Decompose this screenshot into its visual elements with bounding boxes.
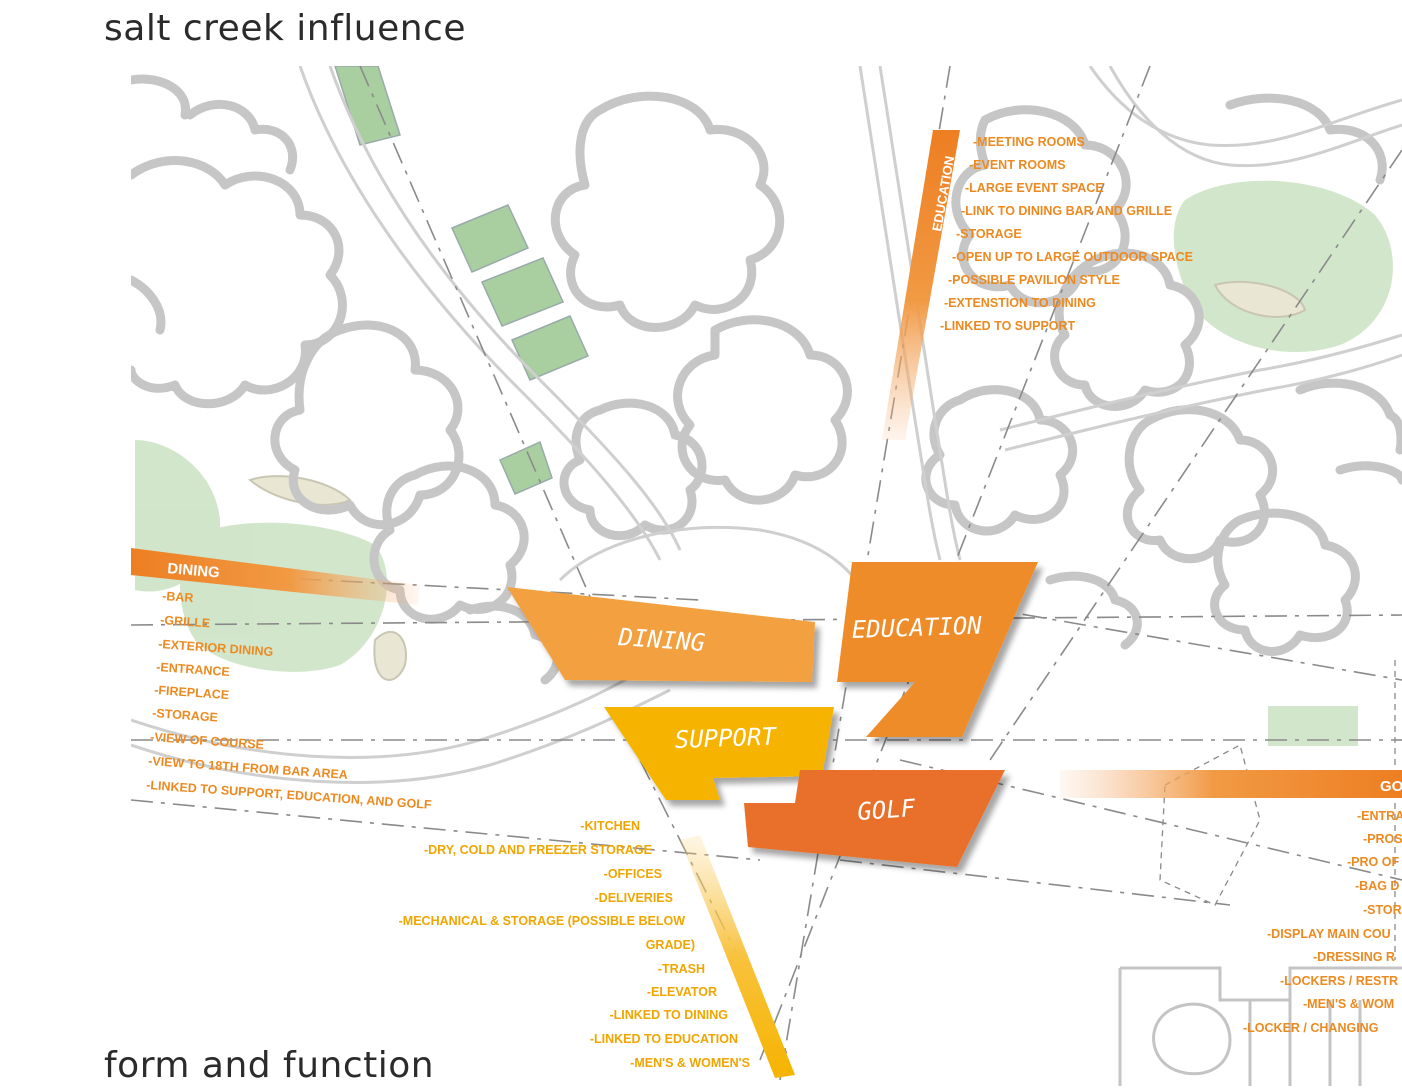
dining-list-item: -FIREPLACE <box>154 683 230 702</box>
support-list-item: -OFFICES <box>604 867 662 881</box>
zone-blocks <box>507 562 1038 867</box>
education-list-item: -EVENT ROOMS <box>969 158 1066 172</box>
section-title: form and function <box>104 1045 435 1086</box>
golf-list-item: -BAG D <box>1355 879 1399 893</box>
dining-list-item: -STORAGE <box>152 706 219 725</box>
golf-list: -ENTRA -PROS -PRO OF -BAG D -STOR -DISPL… <box>1243 809 1402 1035</box>
education-list-item: -LINK TO DINING BAR AND GRILLE <box>961 204 1172 218</box>
golf-guide-bar <box>1060 770 1402 798</box>
dining-zone-label: DINING <box>617 623 706 657</box>
golf-bar-label: GO <box>1380 778 1402 795</box>
golf-zone <box>744 770 1005 867</box>
building-outline <box>1118 966 1402 1086</box>
golf-list-item: -PRO OF <box>1347 855 1399 869</box>
guide-bars <box>131 130 1402 1078</box>
education-zone-label: EDUCATION <box>851 611 982 644</box>
golf-list-item: -LOCKER / CHANGING <box>1243 1021 1378 1035</box>
education-zone <box>837 562 1038 737</box>
golf-list-item: -ENTRA <box>1357 809 1402 823</box>
education-list-item: -EXTENSTION TO DINING <box>944 296 1096 310</box>
education-list: -MEETING ROOMS -EVENT ROOMS -LARGE EVENT… <box>940 135 1193 333</box>
support-list-item: -LINKED TO DINING <box>609 1008 728 1022</box>
education-list-item: -POSSIBLE PAVILION STYLE <box>948 273 1120 287</box>
page-title: salt creek influence <box>104 8 466 49</box>
support-list-item: -DELIVERIES <box>595 891 674 905</box>
dining-guide-bar <box>131 548 420 605</box>
support-zone-label: SUPPORT <box>674 722 778 754</box>
golf-list-item: -DRESSING R <box>1313 950 1395 964</box>
support-list-item: -DRY, COLD AND FREEZER STORAGE <box>424 843 652 857</box>
base-map <box>131 66 1402 1086</box>
dining-list-item: -VIEW TO 18TH FROM BAR AREA <box>148 754 349 782</box>
dashed-outline <box>1159 660 1396 960</box>
support-guide-bar <box>680 835 795 1078</box>
golf-list-item: -DISPLAY MAIN COU <box>1267 927 1391 941</box>
support-list: -KITCHEN -DRY, COLD AND FREEZER STORAGE … <box>399 819 750 1070</box>
support-list-item: -KITCHEN <box>580 819 640 833</box>
sports-fields <box>334 66 590 495</box>
education-guide-bar <box>882 130 960 440</box>
dining-bar-label: DINING <box>167 560 221 582</box>
green-areas <box>135 180 1393 746</box>
support-list-item: GRADE) <box>646 938 695 952</box>
education-list-item: -LARGE EVENT SPACE <box>965 181 1104 195</box>
education-list-item: -STORAGE <box>956 227 1022 241</box>
dining-zone <box>507 587 815 682</box>
dining-list-item: -GRILLE <box>160 613 211 630</box>
zone-labels: DINING EDUCATION SUPPORT GOLF <box>617 611 983 826</box>
support-list-item: -LINKED TO EDUCATION <box>590 1032 738 1046</box>
dining-list-item: -VIEW OF COURSE <box>150 730 265 752</box>
education-list-item: -MEETING ROOMS <box>973 135 1085 149</box>
dining-list-item: -LINKED TO SUPPORT, EDUCATION, AND GOLF <box>146 778 433 812</box>
education-list-item: -OPEN UP TO LARGE OUTDOOR SPACE <box>952 250 1193 264</box>
dining-list-item: -BAR <box>162 589 194 605</box>
golf-list-item: -STOR <box>1363 903 1402 917</box>
support-list-item: -MECHANICAL & STORAGE (POSSIBLE BELOW <box>399 914 686 928</box>
education-list-item: -LINKED TO SUPPORT <box>940 319 1076 333</box>
support-zone <box>604 707 834 800</box>
golf-list-item: -MEN'S & WOM <box>1303 997 1394 1011</box>
dining-list-item: -ENTRANCE <box>156 660 230 679</box>
golf-list-item: -PROS <box>1363 832 1402 846</box>
golf-list-item: -LOCKERS / RESTR <box>1280 974 1398 988</box>
support-list-item: -ELEVATOR <box>647 985 717 999</box>
support-list-item: -MEN'S & WOMEN'S <box>630 1056 750 1070</box>
support-list-item: -TRASH <box>658 962 705 976</box>
golf-zone-label: GOLF <box>856 794 916 826</box>
